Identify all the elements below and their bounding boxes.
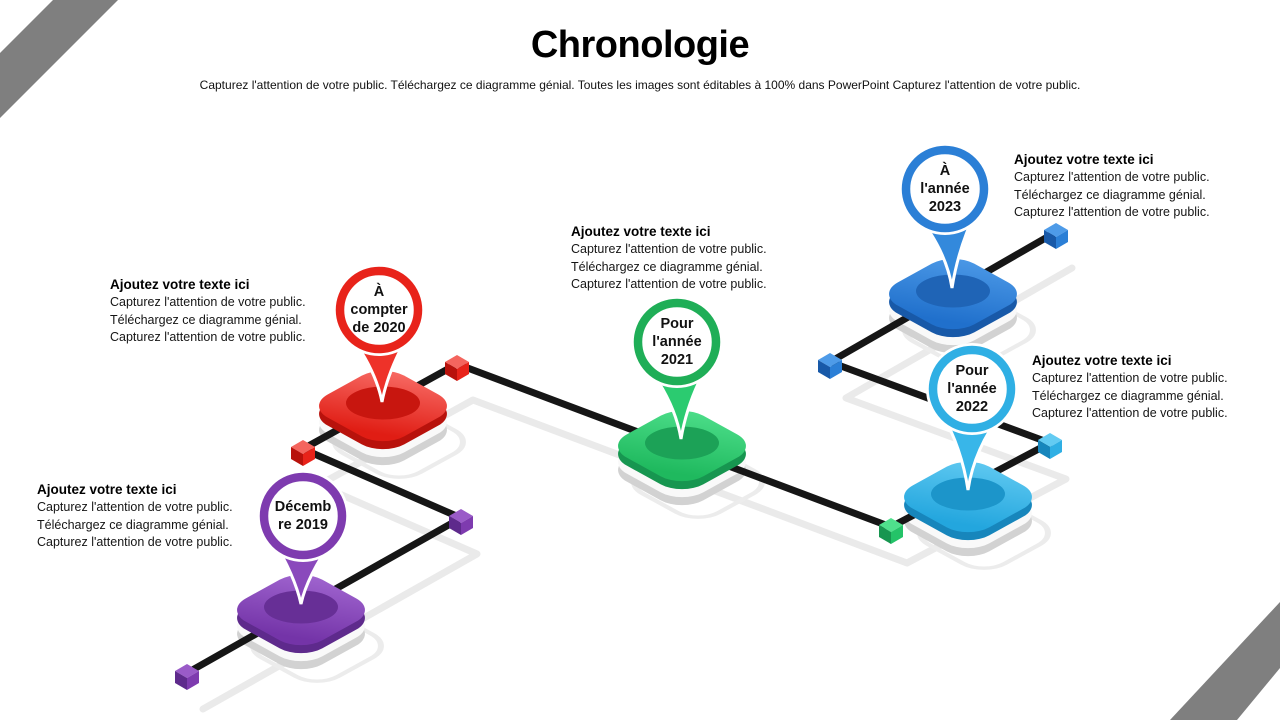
platform-top-2020 xyxy=(319,370,447,450)
platform-top-2022 xyxy=(904,461,1032,541)
corner-stripe-bottom-right xyxy=(1170,602,1280,720)
pin-label-2019: Décemb re 2019 xyxy=(274,499,332,533)
connector-cube-purple-bend xyxy=(449,509,473,535)
text-block-heading: Ajoutez votre texte ici xyxy=(1014,152,1154,167)
platform-top-2023 xyxy=(889,258,1017,338)
pin-2022 xyxy=(926,343,1018,491)
pin-label-2020: À compter de 2020 xyxy=(350,284,408,336)
text-block-heading: Ajoutez votre texte ici xyxy=(1032,353,1172,368)
text-block-2021: Ajoutez votre texte ici Capturez l'atten… xyxy=(571,224,767,291)
connector-cube-blue-left xyxy=(818,353,842,379)
pin-label-2023: À l'année 2023 xyxy=(920,163,970,215)
corner-stripe-top-left xyxy=(0,0,118,118)
pin-label-2021: Pour l'année 2021 xyxy=(652,316,702,368)
connector-cube-blue-end xyxy=(1044,223,1068,249)
connector-cube-purple-start xyxy=(175,664,199,690)
connector-cube-green xyxy=(879,518,903,544)
connector-cube-lightblue xyxy=(1038,433,1062,459)
text-block-2019: Ajoutez votre texte ici Capturez l'atten… xyxy=(37,482,233,549)
platform-hole-2019 xyxy=(264,590,338,624)
platform-hole-2022 xyxy=(931,477,1005,511)
pin-label-2022: Pour l'année 2022 xyxy=(947,363,997,415)
pin-2020 xyxy=(333,264,425,403)
connector-cube-red-right xyxy=(445,355,469,381)
page-title: Chronologie xyxy=(530,24,750,66)
platform-hole-2020 xyxy=(346,386,420,420)
pin-2023 xyxy=(899,143,991,289)
pin-2019 xyxy=(257,470,349,605)
text-block-2023: Ajoutez votre texte ici Capturez l'atten… xyxy=(1014,152,1210,219)
platform-hole-2023 xyxy=(916,274,990,308)
text-block-2022: Ajoutez votre texte ici Capturez l'atten… xyxy=(1032,353,1228,420)
text-block-heading: Ajoutez votre texte ici xyxy=(37,482,177,497)
text-block-heading: Ajoutez votre texte ici xyxy=(110,277,250,292)
platform-hole-2021 xyxy=(645,426,719,460)
pin-2021 xyxy=(631,296,723,440)
text-block-2020: Ajoutez votre texte ici Capturez l'atten… xyxy=(110,277,306,344)
text-block-heading: Ajoutez votre texte ici xyxy=(571,224,711,239)
page-subtitle: Capturez l'attention de votre public. Té… xyxy=(199,78,1081,92)
platform-top-2019 xyxy=(237,574,365,654)
platform-top-2021 xyxy=(618,410,746,490)
connector-cube-red-left xyxy=(291,440,315,466)
